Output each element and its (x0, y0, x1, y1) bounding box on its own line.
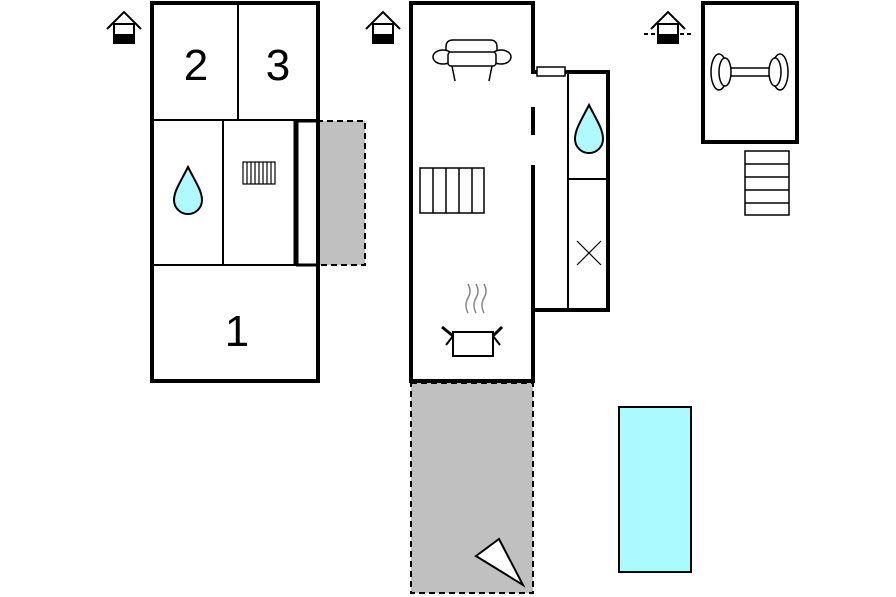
house-ground-floor-icon (365, 10, 401, 44)
water-drop-icon (573, 102, 605, 154)
house-ground-floor-icon (106, 10, 142, 44)
terrace-b (410, 382, 534, 594)
fitness-dumbbell-icon (710, 53, 789, 91)
swimming-pool (618, 406, 692, 573)
radiator-icon (242, 161, 276, 185)
annex-walls (533, 70, 610, 312)
cooking-pot-icon (441, 283, 504, 357)
room-label-3: 3 (266, 41, 290, 90)
house-basement-icon (644, 10, 692, 44)
staircase-icon (419, 167, 485, 214)
building-b (365, 1, 610, 594)
sofa-icon (432, 39, 512, 82)
window (536, 66, 566, 77)
building-c (644, 1, 799, 216)
building-a: 2 3 1 (106, 1, 366, 383)
storage-cross-icon (576, 240, 602, 266)
room-label-1: 1 (225, 307, 249, 356)
compass-north-icon (474, 537, 526, 588)
room-label-2: 2 (184, 41, 208, 90)
water-drop-icon (172, 164, 204, 215)
staircase-icon (744, 150, 790, 216)
